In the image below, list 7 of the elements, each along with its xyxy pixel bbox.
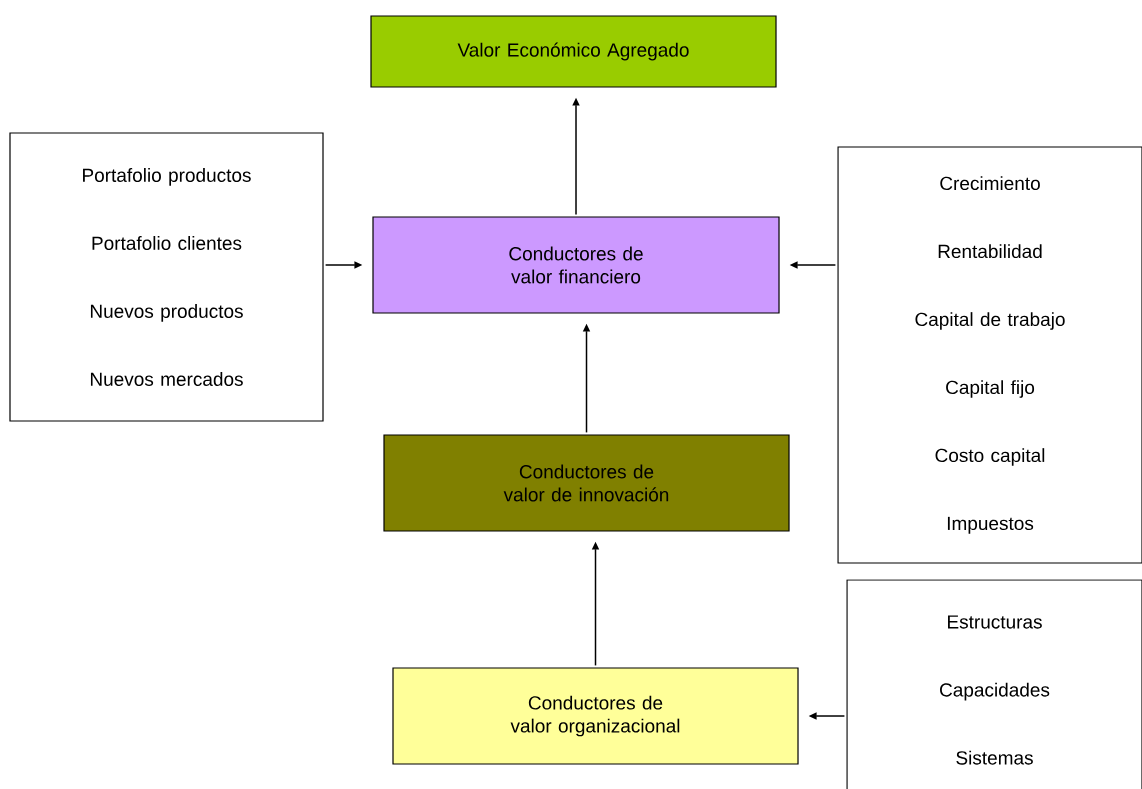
list-box: Crecimiento Rentabilidad Capital de trabajo Capital fijo Costo capital Impuestos (837, 146, 1142, 564)
process-box: Valor Económico Agregado (370, 15, 777, 88)
list-box: Portafolio productos Portafolio clientes Nuevos productos Nuevos mercados (9, 132, 324, 422)
list-box: Estructuras Capacidades Sistemas (846, 579, 1142, 789)
process-box: Conductores de valor financiero (372, 216, 780, 314)
process-box: Conductores de valor organizacional (392, 667, 799, 765)
process-box: Conductores de valor de innovación (383, 434, 790, 532)
